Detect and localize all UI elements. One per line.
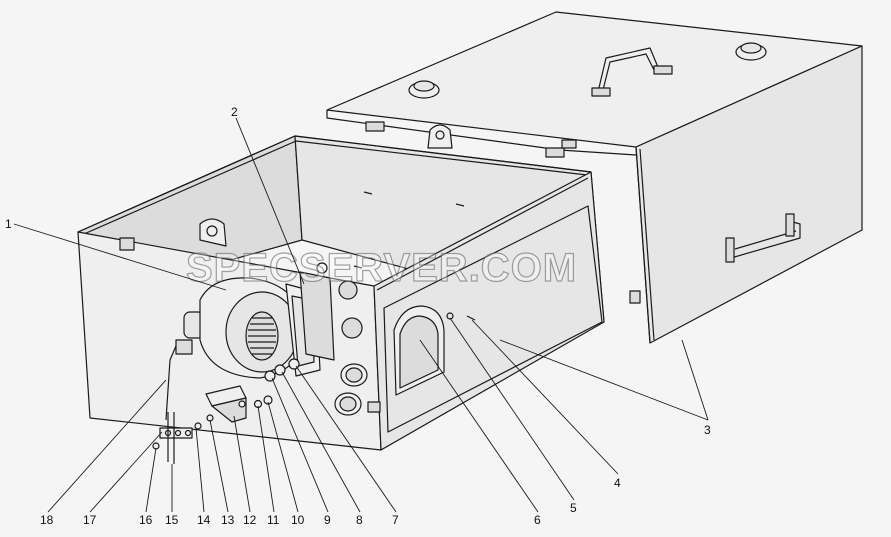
bracket-12-flange xyxy=(211,397,247,423)
leader-11 xyxy=(257,405,275,513)
callout-7: 7 xyxy=(392,513,399,527)
inner-slot-1 xyxy=(363,191,373,195)
lid-lug-hole xyxy=(435,130,445,140)
lid-knob-right-cap xyxy=(740,42,762,54)
lid-inner-edge xyxy=(639,148,655,341)
leader-9 xyxy=(271,377,329,513)
callout-3: 3 xyxy=(704,423,711,437)
leader-2 xyxy=(235,117,305,285)
lid-corner-edge xyxy=(635,146,651,344)
box-top-lug xyxy=(199,218,227,247)
leader-4 xyxy=(471,319,619,475)
callout-4: 4 xyxy=(614,476,621,490)
callout-1: 1 xyxy=(5,217,12,231)
box-rim xyxy=(77,135,592,233)
leader-13 xyxy=(209,419,229,513)
leader-10 xyxy=(267,401,299,513)
leader-16 xyxy=(145,447,157,513)
inner-slot-2 xyxy=(455,203,465,207)
box-rim-inner xyxy=(83,140,588,235)
lid-top-handle xyxy=(597,47,661,93)
fan-impeller-blades xyxy=(248,317,276,355)
terminal-screw-2 xyxy=(174,429,182,437)
lid-latch-3 xyxy=(561,139,577,149)
callout-8: 8 xyxy=(356,513,363,527)
leader-12 xyxy=(233,415,251,513)
porthole-4-inner xyxy=(339,396,357,412)
mounting-gasket xyxy=(299,271,335,361)
callout-14: 14 xyxy=(197,513,211,527)
leader-8 xyxy=(281,371,361,513)
screw-14 xyxy=(194,422,202,430)
callout-10: 10 xyxy=(291,513,305,527)
side-handle-mount-left xyxy=(725,237,735,263)
watermark: SPECSERVER.COM xyxy=(186,246,577,290)
callout-13: 13 xyxy=(221,513,235,527)
lid-front-lug xyxy=(427,124,453,149)
leader-lines xyxy=(13,117,709,513)
lid-top-handle-inner xyxy=(602,53,656,91)
box-front-top-lip xyxy=(376,177,589,291)
air-deflector-inner xyxy=(399,315,439,389)
fan-cable-connector xyxy=(175,339,193,355)
callout-12: 12 xyxy=(243,513,257,527)
lid-latch-1 xyxy=(365,121,385,132)
callout-16: 16 xyxy=(139,513,153,527)
fastener-4 xyxy=(466,315,476,321)
leader-7 xyxy=(295,365,397,513)
blower-fan xyxy=(165,262,335,421)
nut-9 xyxy=(264,370,276,382)
leader-5 xyxy=(449,317,575,501)
lid-latch-2 xyxy=(545,147,565,158)
box-body xyxy=(77,135,605,451)
box-front-clip xyxy=(367,401,381,413)
leader-14 xyxy=(195,427,205,513)
callout-labels: 1 2 3 4 5 6 7 8 9 10 11 12 13 14 15 16 1… xyxy=(5,105,711,527)
leader-1 xyxy=(13,223,227,291)
handle-mount-right xyxy=(653,65,673,75)
nut-8 xyxy=(274,364,286,376)
gasket-mount-hole xyxy=(316,262,328,274)
leader-18 xyxy=(47,379,167,513)
terminal-screw-3 xyxy=(184,429,192,437)
callout-15: 15 xyxy=(165,513,179,527)
side-handle-mount-right xyxy=(785,213,795,237)
box-front-opening xyxy=(383,205,603,433)
callout-18: 18 xyxy=(40,513,54,527)
fastener-5 xyxy=(446,312,454,320)
box-side-clip xyxy=(119,237,135,251)
callout-6: 6 xyxy=(534,513,541,527)
washer-10 xyxy=(263,395,273,405)
callout-11: 11 xyxy=(267,513,280,527)
leader-3a xyxy=(681,339,709,421)
leader-17 xyxy=(89,431,163,513)
lid-knob-left-cap xyxy=(413,80,435,92)
box-lug-hole xyxy=(206,225,218,237)
callout-9: 9 xyxy=(324,513,331,527)
lid-assembly xyxy=(326,11,863,344)
small-parts xyxy=(152,385,273,464)
porthole-2 xyxy=(341,317,363,339)
lid-side-clip xyxy=(629,290,641,304)
porthole-1 xyxy=(338,280,358,300)
callout-2: 2 xyxy=(231,105,238,119)
porthole-3-inner xyxy=(345,367,363,383)
bracket-12-hole xyxy=(238,400,246,408)
callout-5: 5 xyxy=(570,501,577,515)
leader-3b xyxy=(499,339,709,421)
inner-slot-3 xyxy=(353,265,363,269)
handle-mount-left xyxy=(591,87,611,97)
callout-17: 17 xyxy=(83,513,97,527)
box-front-face xyxy=(373,171,605,451)
leader-6 xyxy=(419,339,539,513)
